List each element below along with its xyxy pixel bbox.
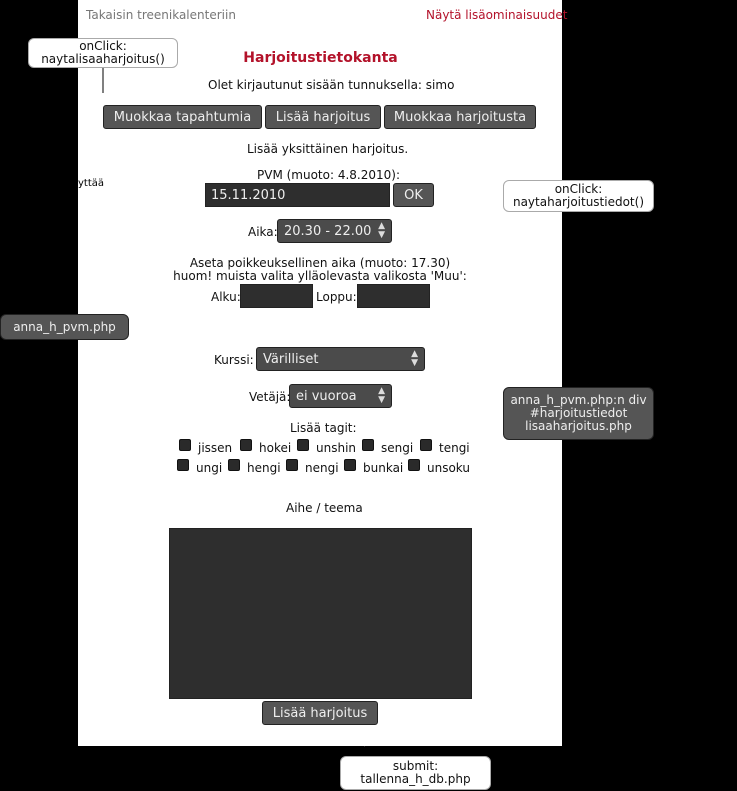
page-title: Harjoitustietokanta bbox=[243, 50, 398, 66]
select-arrows-icon: ▲▼ bbox=[378, 386, 385, 405]
date-label: PVM (muoto: 4.8.2010): bbox=[257, 168, 400, 182]
edit-events-button[interactable]: Muokkaa tapahtumia bbox=[103, 105, 262, 129]
note-onclick-ok: onClick: naytaharjoitustiedot() bbox=[503, 180, 654, 212]
back-to-calendar-link[interactable]: Takaisin treenikalenteriin bbox=[86, 8, 236, 22]
tag-checkbox-tengi[interactable] bbox=[420, 439, 432, 451]
edit-training-button[interactable]: Muokkaa harjoitusta bbox=[384, 105, 536, 129]
tag-checkbox-hokei[interactable] bbox=[240, 439, 252, 451]
tag-checkbox-hengi[interactable] bbox=[228, 459, 240, 471]
time-label: Aika: bbox=[248, 225, 278, 239]
note-submit-line2: tallenna_h_db.php bbox=[360, 772, 471, 786]
select-arrows-icon: ▲▼ bbox=[378, 221, 385, 240]
leader-label: Vetäjä: bbox=[249, 390, 291, 404]
form-heading: Lisää yksittäinen harjoitus. bbox=[247, 142, 409, 156]
tag-label-unsoku: unsoku bbox=[427, 461, 470, 475]
start-time-label: Alku: bbox=[211, 290, 241, 304]
time-select[interactable]: 20.30 - 22.00 ▲▼ bbox=[277, 219, 392, 243]
tag-label-hokei: hokei bbox=[259, 441, 292, 455]
submit-add-training-button[interactable]: Lisää harjoitus bbox=[262, 701, 378, 725]
end-time-label: Loppu: bbox=[316, 290, 357, 304]
course-select[interactable]: Värilliset ▲▼ bbox=[256, 347, 425, 371]
tag-label-sengi: sengi bbox=[381, 441, 414, 455]
logged-in-text: Olet kirjautunut sisään tunnuksella: sim… bbox=[208, 78, 455, 92]
tag-label-bunkai: bunkai bbox=[363, 461, 404, 475]
topic-label: Aihe / teema bbox=[286, 501, 363, 515]
tag-label-hengi: hengi bbox=[247, 461, 281, 475]
note-div-harjoitustiedot: anna_h_pvm.php:n div #harjoitustiedot li… bbox=[503, 387, 654, 440]
course-label: Kurssi: bbox=[214, 353, 254, 367]
note-onclick-ok-line2: naytaharjoitustiedot() bbox=[512, 195, 645, 209]
note-div-line1: anna_h_pvm.php:n div bbox=[510, 393, 647, 407]
tag-checkbox-unshin[interactable] bbox=[297, 439, 309, 451]
note-div-line2: #harjoitustiedot bbox=[529, 406, 628, 420]
leader-select-value: ei vuoroa bbox=[296, 388, 357, 404]
tag-label-unshin: unshin bbox=[316, 441, 357, 455]
add-training-tab-button[interactable]: Lisää harjoitus bbox=[265, 105, 381, 129]
tag-label-ungi: ungi bbox=[196, 461, 223, 475]
leader-select[interactable]: ei vuoroa ▲▼ bbox=[289, 384, 392, 408]
custom-time-instructions: Aseta poikkeuksellinen aika (muoto: 17.3… bbox=[162, 257, 478, 283]
start-time-input[interactable] bbox=[240, 284, 313, 308]
page-title-wrap: Harjoitustietokanta bbox=[0, 50, 737, 66]
note-onclick-add: onClick: naytalisaaharjoitus() bbox=[28, 38, 178, 68]
tag-label-tengi: tengi bbox=[439, 441, 470, 455]
topic-textarea[interactable] bbox=[169, 528, 472, 699]
note-onclick-add-line1: onClick: bbox=[79, 39, 127, 53]
course-select-value: Värilliset bbox=[263, 351, 319, 367]
note-anna-pvm: anna_h_pvm.php bbox=[0, 314, 129, 340]
left-text-fragment: yttää bbox=[78, 178, 105, 189]
note-div-line3: lisaaharjoitus.php bbox=[525, 419, 632, 433]
tag-checkbox-nengi[interactable] bbox=[286, 459, 298, 471]
time-select-value: 20.30 - 22.00 bbox=[284, 223, 372, 239]
select-arrows-icon: ▲▼ bbox=[411, 349, 418, 368]
tag-checkbox-sengi[interactable] bbox=[362, 439, 374, 451]
date-input[interactable]: 15.11.2010 bbox=[205, 183, 390, 207]
ok-button[interactable]: OK bbox=[393, 183, 434, 207]
tag-checkbox-jissen[interactable] bbox=[179, 439, 191, 451]
note-onclick-ok-line1: onClick: bbox=[554, 182, 603, 196]
tag-label-jissen: jissen bbox=[198, 441, 233, 455]
show-more-features-link[interactable]: Näytä lisäominaisuudet bbox=[426, 8, 568, 22]
tag-checkbox-bunkai[interactable] bbox=[344, 459, 356, 471]
note-submit-line1: submit: bbox=[392, 759, 439, 773]
end-time-input[interactable] bbox=[357, 284, 430, 308]
tag-checkbox-unsoku[interactable] bbox=[408, 459, 420, 471]
custom-time-line2: huom! muista valita ylläolevasta valikos… bbox=[173, 269, 467, 283]
custom-time-line1: Aseta poikkeuksellinen aika (muoto: 17.3… bbox=[189, 256, 451, 270]
tag-label-nengi: nengi bbox=[305, 461, 339, 475]
tags-label: Lisää tagit: bbox=[290, 421, 357, 435]
tag-checkbox-ungi[interactable] bbox=[177, 459, 189, 471]
note-submit: submit: tallenna_h_db.php bbox=[340, 756, 491, 790]
note-onclick-add-line2: naytalisaaharjoitus() bbox=[41, 52, 165, 66]
